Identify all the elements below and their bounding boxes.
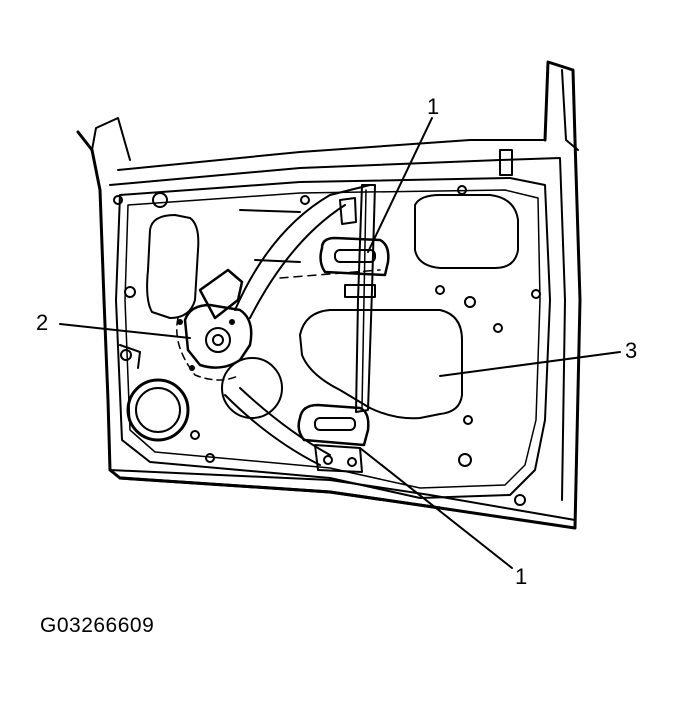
- callout-3: 3: [625, 338, 638, 363]
- regulator-rail: [355, 184, 376, 413]
- leader-line-bottom-1: [359, 447, 513, 569]
- callout-2: 2: [36, 310, 49, 335]
- speaker-opening: [126, 378, 190, 442]
- upper-left-cutout: [146, 214, 200, 319]
- upper-glass-carrier: [319, 197, 390, 298]
- figure-id: G03266609: [40, 614, 155, 637]
- leader-lines: [59, 117, 621, 569]
- regulator-cables: [224, 184, 381, 466]
- callout-1-bottom: 1: [515, 564, 528, 589]
- leader-line-3: [439, 351, 621, 377]
- leader-line-2: [59, 323, 191, 339]
- upper-right-cutout: [414, 194, 519, 269]
- panel-fastener-holes: [113, 149, 541, 506]
- door-outer-shell: [76, 60, 582, 530]
- inner-door-panel: [115, 177, 551, 499]
- callout-1-top: 1: [427, 94, 440, 119]
- leader-line-top-1: [367, 117, 433, 253]
- regulator-motor: [176, 268, 253, 381]
- main-access-hole: [299, 309, 463, 420]
- lower-glass-carrier: [297, 403, 370, 473]
- round-access-hole: [221, 357, 283, 419]
